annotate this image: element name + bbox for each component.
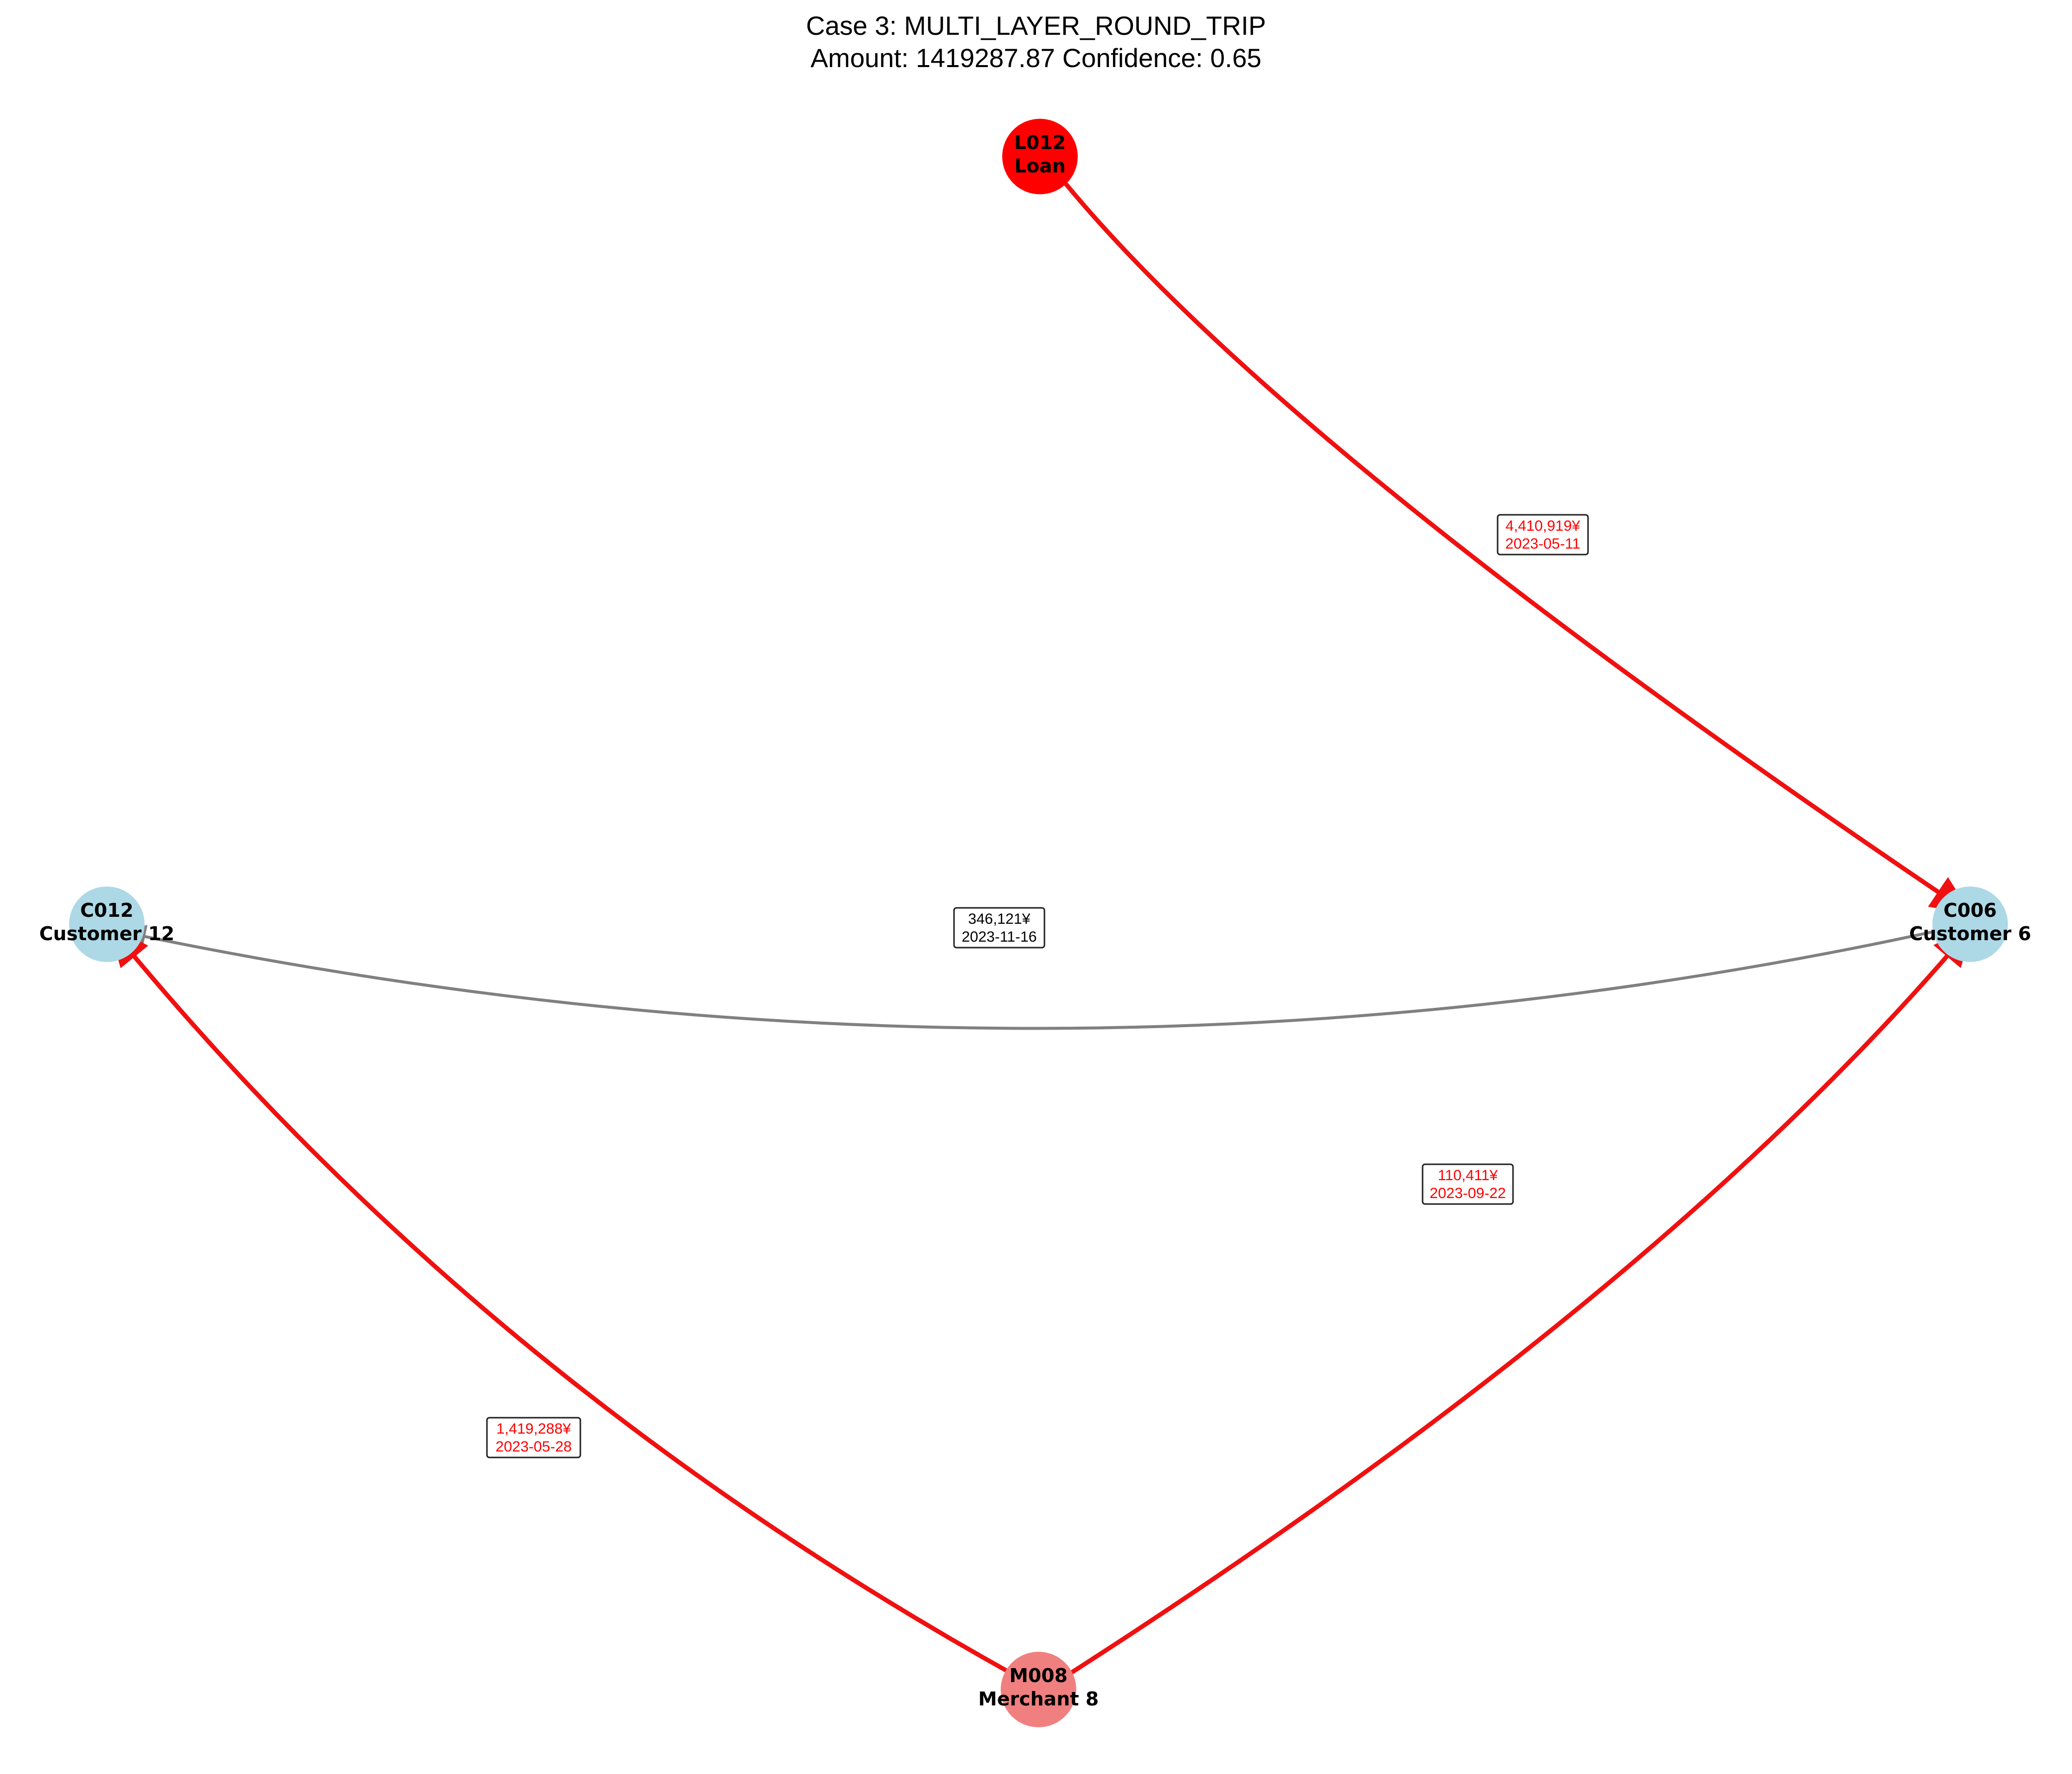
edge-m008-to-c006: [1067, 926, 1973, 1677]
node-m008-id: M008: [1009, 1665, 1067, 1687]
edge-label-l012-c006: 4,410,919¥ 2023-05-11: [1497, 514, 1589, 556]
node-m008[interactable]: [1001, 1652, 1076, 1727]
edge-label-m008-c012-date: 2023-05-28: [495, 1439, 571, 1455]
edge-l012-to-c006: [1064, 182, 1972, 915]
edge-label-m008-c012-amount: 1,419,288¥: [496, 1421, 571, 1437]
edge-label-l012-c006-amount: 4,410,919¥: [1506, 518, 1580, 534]
edge-label-c006-c012: 346,121¥ 2023-11-16: [953, 907, 1045, 949]
edge-m008-to-c012: [109, 926, 1015, 1677]
diagram-title-line-1: Case 3: MULTI_LAYER_ROUND_TRIP: [806, 11, 1266, 41]
node-c006-name: Customer 6: [1909, 923, 2031, 945]
node-c012-name: Customer 12: [39, 923, 174, 945]
node-m008-name: Merchant 8: [978, 1688, 1099, 1710]
node-l012-id: L012: [1014, 132, 1066, 154]
node-l012-name: Loan: [1014, 155, 1065, 177]
edge-c006-to-c012: [119, 925, 1938, 1030]
edge-label-m008-c006: 110,411¥ 2023-09-22: [1422, 1163, 1514, 1205]
edge-label-c006-c012-amount: 346,121¥: [968, 911, 1030, 927]
node-c006[interactable]: [1932, 887, 2008, 962]
diagram-title-line-2: Amount: 1419287.87 Confidence: 0.65: [810, 44, 1262, 73]
edge-label-m008-c012: 1,419,288¥ 2023-05-28: [486, 1417, 581, 1458]
edge-label-l012-c006-date: 2023-05-11: [1505, 536, 1580, 552]
edge-label-c006-c012-date: 2023-11-16: [961, 929, 1036, 945]
node-l012[interactable]: [1002, 119, 1078, 194]
node-c006-id: C006: [1943, 899, 1996, 921]
edge-label-m008-c006-date: 2023-09-22: [1430, 1185, 1506, 1202]
node-c012-id: C012: [80, 899, 133, 921]
node-c012[interactable]: [69, 887, 145, 962]
edge-label-m008-c006-amount: 110,411¥: [1438, 1167, 1498, 1184]
